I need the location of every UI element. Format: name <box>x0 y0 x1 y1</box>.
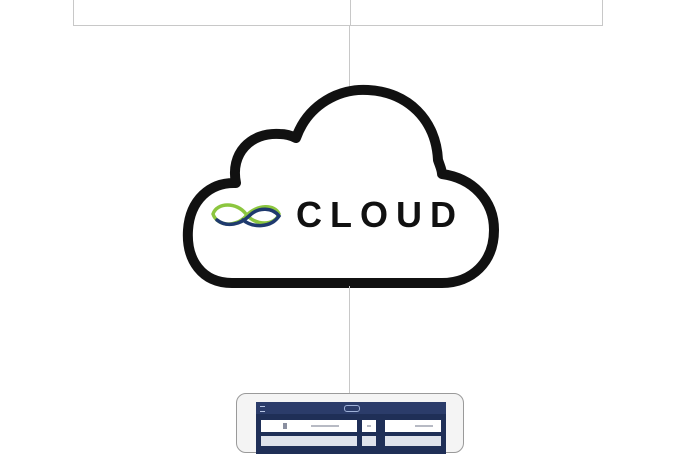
tablet-price-cell <box>385 420 441 432</box>
tablet-item-cell <box>261 420 357 432</box>
infinity-logo <box>207 198 285 232</box>
cloud-icon <box>182 84 499 288</box>
cloud-shape <box>180 82 502 294</box>
tablet-row <box>362 436 376 446</box>
top-box-divider <box>350 0 351 25</box>
qty-line <box>367 425 371 427</box>
tablet-app-header <box>256 402 446 414</box>
connector-top <box>349 26 350 88</box>
price-line <box>415 425 433 427</box>
tablet-screen <box>256 402 446 454</box>
connector-bottom <box>349 286 350 394</box>
app-logo-icon <box>344 405 360 412</box>
tablet-row <box>385 436 441 446</box>
menu-icon <box>260 406 265 412</box>
item-line <box>311 425 339 427</box>
bottle-icon <box>283 423 287 429</box>
top-box <box>73 0 603 26</box>
tablet-row <box>261 436 357 446</box>
tablet-device <box>236 393 464 454</box>
tablet-qty-cell <box>362 420 376 432</box>
cloud-label: CLOUD <box>296 194 464 235</box>
